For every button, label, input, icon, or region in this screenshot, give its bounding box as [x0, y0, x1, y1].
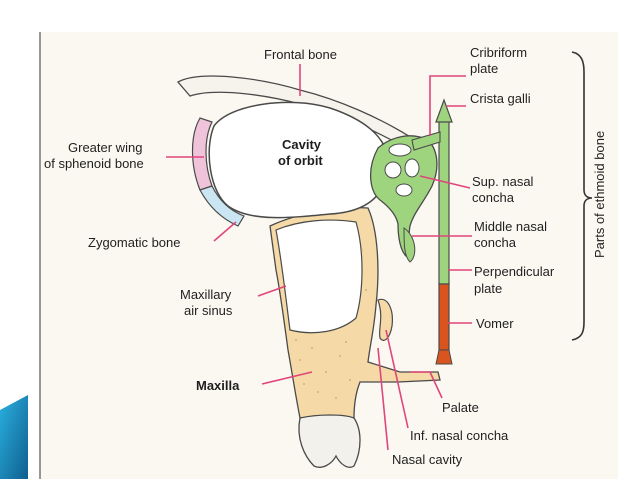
- label-parts-of-ethmoid-bone: Parts of ethmoid bone: [592, 131, 607, 258]
- label-maxilla: Maxilla: [196, 378, 240, 393]
- tooth-shape: [299, 415, 360, 467]
- ethmoid-air-cell: [389, 144, 411, 156]
- label-perpendicular-plate-line2: plate: [474, 281, 502, 296]
- label-nasal-cavity: Nasal cavity: [392, 452, 463, 467]
- label-greater-wing-line2: of sphenoid bone: [44, 156, 144, 171]
- label-cavity-of-orbit-line2: of orbit: [278, 153, 323, 168]
- maxillary-air-sinus-shape: [276, 220, 362, 333]
- label-cribriform-plate-line2: plate: [470, 61, 498, 76]
- vomer-base: [436, 350, 452, 364]
- label-maxillary-air-sinus-line2: air sinus: [184, 303, 233, 318]
- vomer-shape: [439, 284, 449, 350]
- perpendicular-plate-shape: [439, 118, 449, 284]
- label-inf-nasal-concha: Inf. nasal concha: [410, 428, 509, 443]
- label-middle-nasal-concha-line2: concha: [474, 235, 517, 250]
- label-sup-nasal-concha-line1: Sup. nasal: [472, 174, 534, 189]
- label-vomer: Vomer: [476, 316, 514, 331]
- label-middle-nasal-concha-line1: Middle nasal: [474, 219, 547, 234]
- label-sup-nasal-concha-line2: concha: [472, 190, 515, 205]
- corner-accent: [0, 395, 28, 479]
- label-maxillary-air-sinus-line1: Maxillary: [180, 287, 232, 302]
- label-cavity-of-orbit-line1: Cavity: [282, 137, 322, 152]
- label-cribriform-plate-line1: Cribriform: [470, 45, 527, 60]
- label-greater-wing-line1: Greater wing: [68, 140, 142, 155]
- ethmoid-air-cell: [385, 162, 401, 178]
- ethmoid-air-cell: [396, 184, 412, 196]
- label-crista-galli: Crista galli: [470, 91, 531, 106]
- ethmoid-air-cell: [405, 159, 419, 177]
- label-palate: Palate: [442, 400, 479, 415]
- label-zygomatic-bone: Zygomatic bone: [88, 235, 181, 250]
- label-perpendicular-plate-line1: Perpendicular: [474, 264, 555, 279]
- label-frontal-bone: Frontal bone: [264, 47, 337, 62]
